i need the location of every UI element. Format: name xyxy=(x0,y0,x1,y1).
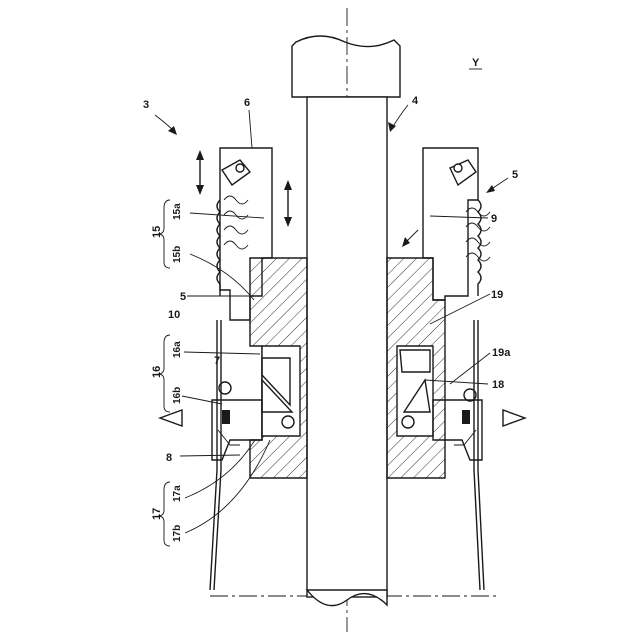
section-marker-right xyxy=(503,410,525,426)
right-lever-assembly xyxy=(423,148,490,300)
vertical-arrow-center xyxy=(284,180,292,227)
label-17a: 17a xyxy=(172,485,183,502)
shaft xyxy=(292,36,400,606)
label-15: 15 xyxy=(151,226,163,238)
right-bellows xyxy=(478,200,481,296)
label-17: 17 xyxy=(151,508,163,520)
label-17b: 17b xyxy=(172,525,183,542)
label-19: 19 xyxy=(491,289,503,301)
label-16: 16 xyxy=(151,366,163,378)
vertical-arrow-left xyxy=(196,150,204,195)
label-3: 3 xyxy=(143,99,149,111)
label-5-left: 5 xyxy=(180,291,186,303)
label-10: 10 xyxy=(168,309,180,321)
label-16b: 16b xyxy=(172,387,183,404)
label-7: 7 xyxy=(214,355,220,367)
label-16a: 16a xyxy=(172,341,183,358)
label-4: 4 xyxy=(412,95,419,107)
label-15a: 15a xyxy=(172,203,183,220)
section-marker-left xyxy=(160,410,182,426)
label-18: 18 xyxy=(492,379,504,391)
view-label: Y xyxy=(472,57,480,69)
label-6: 6 xyxy=(244,97,250,109)
label-15b: 15b xyxy=(172,246,183,263)
label-19a: 19a xyxy=(492,347,511,359)
label-9: 9 xyxy=(491,213,497,225)
label-5-right: 5 xyxy=(512,169,518,181)
label-8: 8 xyxy=(166,452,172,464)
